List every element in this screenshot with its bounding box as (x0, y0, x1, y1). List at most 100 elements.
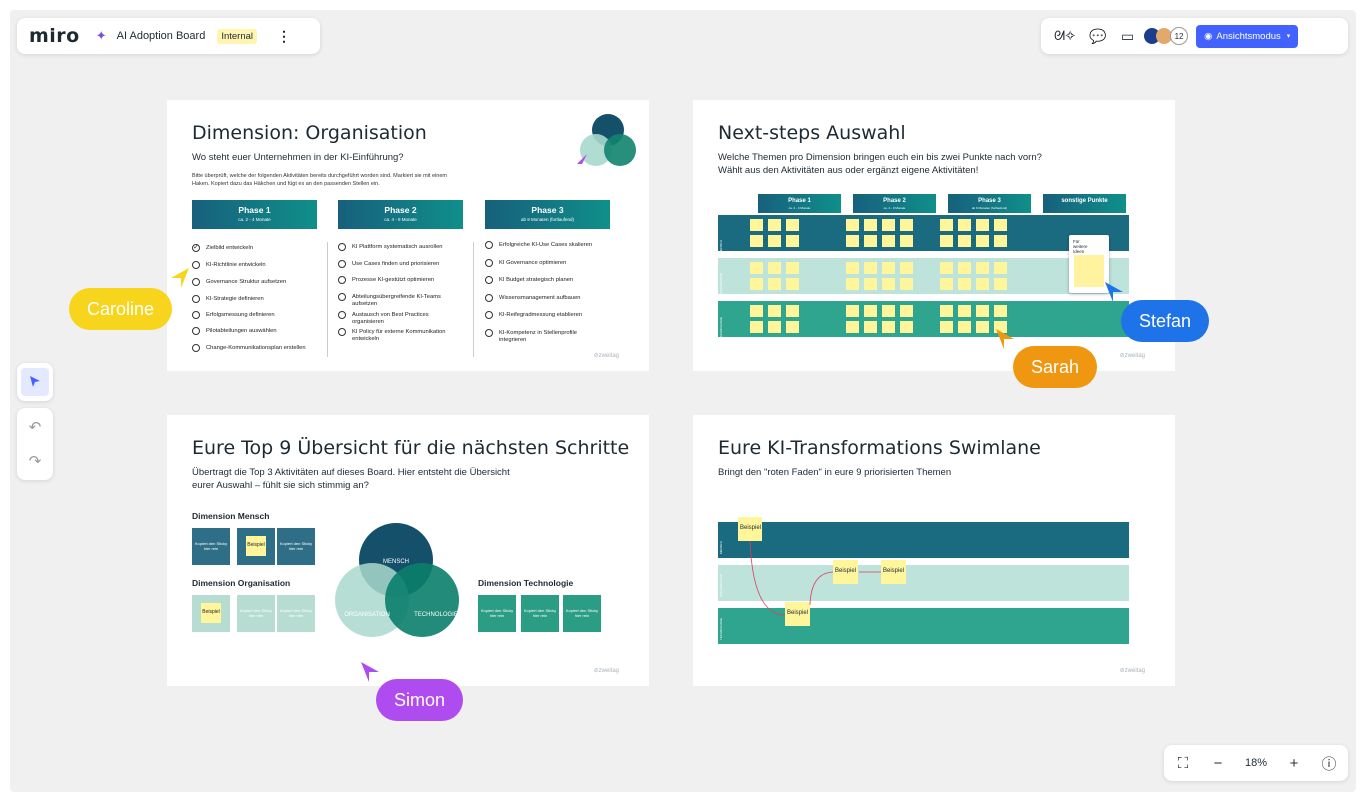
sticky-note[interactable] (846, 321, 859, 333)
sticky-note[interactable] (994, 262, 1007, 274)
sticky-note[interactable] (768, 305, 781, 317)
participants-count[interactable]: 12 (1170, 27, 1189, 45)
sticky-note[interactable] (750, 262, 763, 274)
fit-frame-icon[interactable]: ⛶ (1177, 754, 1189, 772)
checklist-item[interactable]: Change-Kommunikationsplan erstellen (192, 344, 307, 352)
copy-sticky-slot[interactable]: Kopiert den Sticky hier rein (277, 595, 315, 632)
sticky-note[interactable] (846, 278, 859, 290)
sticky-example[interactable]: Beispiel (738, 517, 762, 541)
checklist-item[interactable]: Erfolgsmessung definieren (192, 311, 307, 319)
checkbox[interactable] (192, 344, 200, 352)
sticky-note[interactable] (786, 235, 799, 247)
copy-sticky-slot[interactable]: Kopiert den Sticky hier rein (277, 528, 315, 565)
sticky-note[interactable] (786, 321, 799, 333)
sticky-note[interactable] (768, 235, 781, 247)
sticky-note[interactable] (846, 235, 859, 247)
checklist-item[interactable]: KI-Kompetenz in Stellenprofile integrier… (485, 329, 600, 344)
sticky-note[interactable] (846, 262, 859, 274)
sticky-note[interactable] (900, 321, 913, 333)
sticky-note[interactable] (882, 321, 895, 333)
sticky-note[interactable] (976, 262, 989, 274)
copy-sticky-slot[interactable]: Kopiert den Sticky hier rein (563, 595, 601, 632)
sticky-note[interactable] (940, 262, 953, 274)
sticky-note[interactable] (940, 305, 953, 317)
checkbox[interactable] (338, 328, 346, 336)
sticky-note[interactable] (750, 321, 763, 333)
sticky-note[interactable] (750, 278, 763, 290)
sticky-note[interactable] (994, 219, 1007, 231)
sticky-example[interactable]: Beispiel (833, 560, 858, 584)
zoom-out-icon[interactable]: − (1213, 754, 1223, 772)
sticky-note[interactable] (976, 321, 989, 333)
frame-next-steps[interactable]: Next-steps Auswahl Welche Themen pro Dim… (693, 100, 1175, 371)
sticky-note[interactable] (976, 235, 989, 247)
example-sticky-slot[interactable]: Beispiel (192, 595, 230, 632)
sticky-note[interactable] (864, 321, 877, 333)
sticky-note[interactable] (786, 305, 799, 317)
sticky-note[interactable] (976, 219, 989, 231)
sticky-note[interactable] (994, 235, 1007, 247)
checkbox[interactable] (192, 327, 200, 335)
sticky-note[interactable] (750, 235, 763, 247)
sticky-note[interactable] (958, 305, 971, 317)
example-sticky-slot[interactable]: Beispiel (237, 528, 275, 565)
sticky-note[interactable] (940, 278, 953, 290)
sticky-note[interactable] (900, 219, 913, 231)
board-canvas[interactable]: miro ✦ AI Adoption Board Internal ⋮ ᘛ✧ 💬… (10, 10, 1356, 792)
sticky-note[interactable] (750, 305, 763, 317)
sticky-note[interactable] (786, 278, 799, 290)
frame-dimension-organisation[interactable]: Dimension: Organisation Wo steht euer Un… (167, 100, 649, 371)
sticky-note[interactable] (940, 235, 953, 247)
checklist-item[interactable]: Governance Struktur aufsetzen (192, 278, 307, 286)
undo-icon[interactable]: ↶ (28, 419, 42, 436)
sticky-note[interactable] (750, 219, 763, 231)
sticky-note[interactable] (786, 219, 799, 231)
sticky-note[interactable] (846, 219, 859, 231)
sticky-note[interactable] (768, 262, 781, 274)
comments-icon[interactable]: 💬 (1089, 27, 1107, 44)
sticky-note[interactable] (768, 321, 781, 333)
sticky-note[interactable] (864, 262, 877, 274)
sticky-note[interactable] (958, 219, 971, 231)
sticky-example[interactable]: Beispiel (785, 602, 810, 626)
checkbox[interactable] (485, 276, 493, 284)
sticky-note[interactable] (882, 235, 895, 247)
avatar[interactable] (1156, 28, 1173, 44)
checklist-item[interactable]: Austausch von Best Practices organisiere… (338, 311, 453, 326)
checkbox[interactable] (338, 260, 346, 268)
checklist-item[interactable]: Abteilungsübergreifende KI-Teams aufsetz… (338, 293, 453, 308)
sticky-note[interactable] (882, 219, 895, 231)
sticky-note[interactable] (900, 305, 913, 317)
sticky-note[interactable] (846, 305, 859, 317)
sticky-note[interactable] (864, 235, 877, 247)
checklist-item[interactable]: Prozesse KI-gestützt optimieren (338, 276, 453, 284)
sticky-note[interactable] (900, 278, 913, 290)
zoom-level[interactable]: 18% (1244, 757, 1268, 769)
sticky-note[interactable] (864, 278, 877, 290)
copy-sticky-slot[interactable]: Kopiert den Sticky hier rein (521, 595, 559, 632)
swimlane[interactable]: TECHNOLOGIE (718, 301, 1129, 339)
checkbox[interactable] (192, 295, 200, 303)
checkbox[interactable] (338, 293, 346, 301)
sticky-note[interactable] (864, 219, 877, 231)
sticky-note[interactable] (958, 235, 971, 247)
checkbox[interactable] (192, 278, 200, 286)
checkbox[interactable] (338, 276, 346, 284)
frame-swimlane[interactable]: Eure KI-Transformations Swimlane Bringt … (693, 415, 1175, 686)
checklist-item[interactable]: Wissensmanagement aufbauen (485, 294, 600, 302)
sticky-example[interactable]: Beispiel (881, 560, 906, 584)
checkbox[interactable] (338, 243, 346, 251)
select-cursor-icon[interactable] (21, 368, 49, 396)
frame-top9[interactable]: Eure Top 9 Übersicht für die nächsten Sc… (167, 415, 649, 686)
sticky-note[interactable] (900, 235, 913, 247)
sticky-note[interactable] (976, 305, 989, 317)
checkbox[interactable]: ✓ (192, 244, 200, 252)
sticky-note[interactable] (958, 321, 971, 333)
view-mode-button[interactable]: ◉ Ansichtsmodus ▾ (1196, 24, 1299, 48)
checklist-item[interactable]: KI Plattform systematisch ausrollen (338, 243, 453, 251)
internal-badge[interactable]: Internal (217, 28, 258, 44)
sticky-note[interactable] (994, 305, 1007, 317)
zoom-in-icon[interactable]: + (1289, 754, 1299, 772)
ideas-card[interactable]: Für weitere Ideen (1069, 235, 1109, 293)
checkbox[interactable] (485, 294, 493, 302)
